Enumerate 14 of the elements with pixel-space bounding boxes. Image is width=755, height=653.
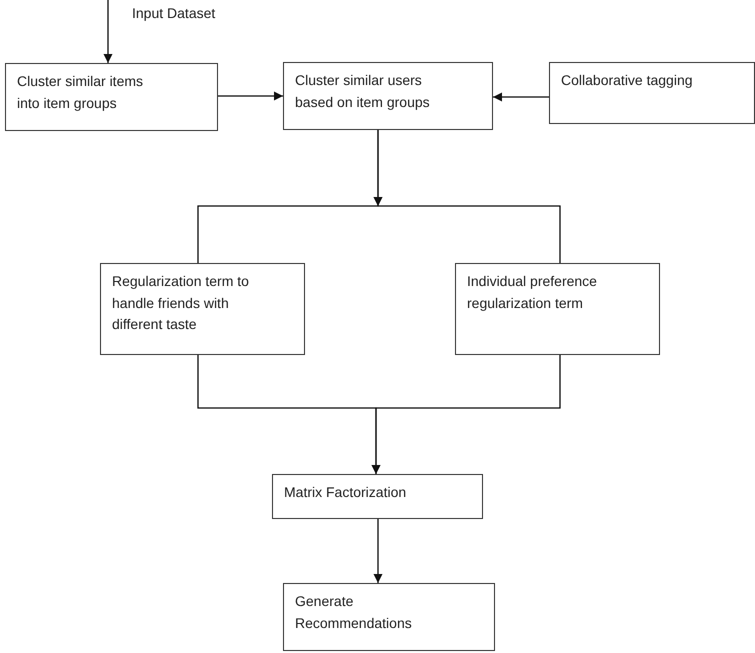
process-box: Generate Recommendations xyxy=(283,583,495,651)
process-box: Individual preference regularization term xyxy=(455,263,660,355)
edge-label: Input Dataset xyxy=(130,5,218,22)
arrow xyxy=(218,92,283,100)
process-box: Cluster similar users based on item groups xyxy=(283,62,493,130)
arrow xyxy=(104,0,112,63)
process-box: Matrix Factorization xyxy=(272,474,483,519)
arrow xyxy=(374,130,561,263)
process-box: Regularization term to handle friends with different taste xyxy=(100,263,305,355)
arrow xyxy=(493,92,549,102)
process-box: Collaborative tagging xyxy=(549,62,755,124)
arrow xyxy=(372,355,561,474)
process-box: Cluster similar items into item groups xyxy=(5,63,218,131)
arrow xyxy=(374,519,382,583)
